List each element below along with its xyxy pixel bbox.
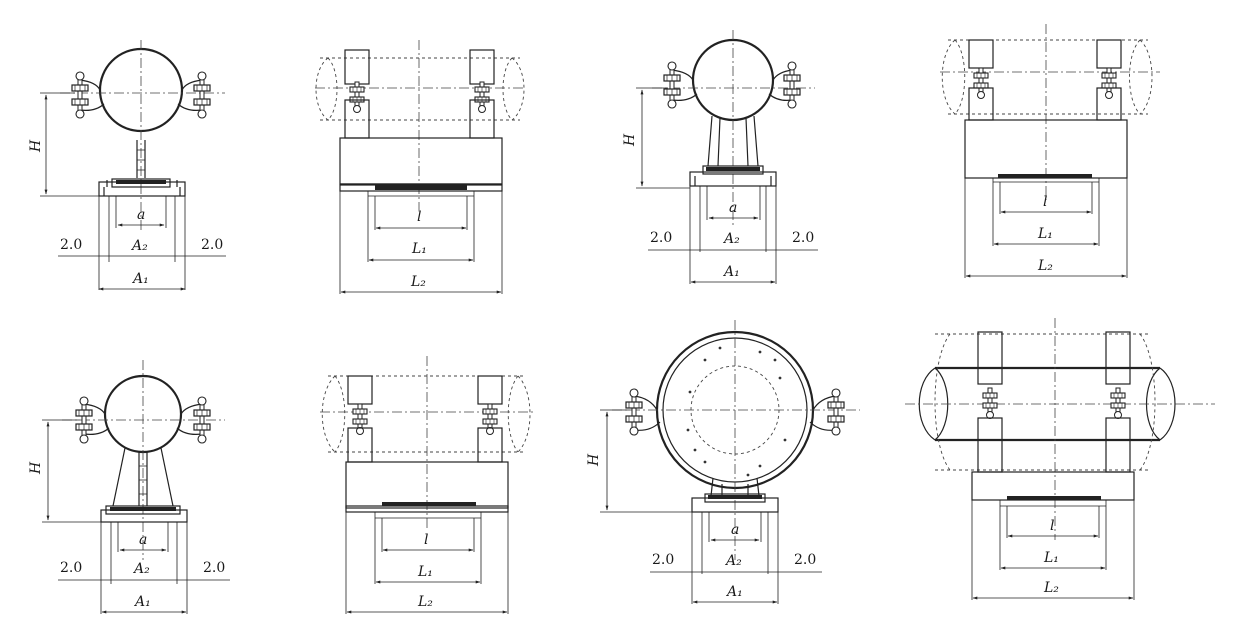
left-offset-label: 2.0 bbox=[652, 552, 674, 568]
side-view-4: l L₁ L₂ bbox=[940, 24, 1160, 278]
left-offset-label: 2.0 bbox=[60, 560, 82, 576]
length-mid-label: L₁ bbox=[1037, 226, 1053, 242]
width-inner-label: A₂ bbox=[722, 231, 740, 247]
length-outer-label: L₂ bbox=[1037, 258, 1053, 274]
length-inner-label: l bbox=[424, 532, 428, 548]
right-offset-label: 2.0 bbox=[792, 230, 814, 246]
side-view-6: l L₁ L₂ bbox=[320, 356, 535, 614]
length-outer-label: L₂ bbox=[410, 274, 426, 290]
height-label: H bbox=[28, 139, 44, 153]
length-mid-label: L₁ bbox=[417, 564, 433, 580]
base-width-label: a bbox=[731, 522, 739, 538]
right-offset-label: 2.0 bbox=[201, 237, 223, 253]
front-view-7: H a A₂ 2.0 2.0 A₁ bbox=[586, 320, 860, 604]
width-inner-label: A₂ bbox=[130, 238, 148, 254]
length-mid-label: L₁ bbox=[1043, 550, 1059, 566]
base-width-label: a bbox=[729, 200, 737, 216]
front-view-1: H a A₂ 2.0 2.0 A₁ bbox=[28, 40, 226, 291]
left-offset-label: 2.0 bbox=[650, 230, 672, 246]
length-mid-label: L₁ bbox=[411, 241, 427, 257]
height-label: H bbox=[622, 133, 638, 147]
width-outer-label: A₁ bbox=[131, 271, 149, 287]
front-view-5: H a A₂ 2.0 2.0 A₁ bbox=[28, 360, 230, 614]
base-width-label: a bbox=[137, 207, 145, 223]
right-offset-label: 2.0 bbox=[794, 552, 816, 568]
side-view-8: l L₁ L₂ bbox=[905, 318, 1215, 600]
left-offset-label: 2.0 bbox=[60, 237, 82, 253]
length-outer-label: L₂ bbox=[1043, 580, 1059, 596]
length-inner-label: l bbox=[1043, 194, 1047, 210]
front-view-3: H a A₂ 2.0 2.0 A₁ bbox=[622, 30, 818, 284]
right-offset-label: 2.0 bbox=[203, 560, 225, 576]
side-view-2: l L₁ L₂ bbox=[315, 40, 525, 294]
length-inner-label: l bbox=[1050, 518, 1054, 534]
height-label: H bbox=[28, 461, 44, 475]
height-label: H bbox=[586, 453, 602, 467]
length-inner-label: l bbox=[417, 209, 421, 225]
width-outer-label: A₁ bbox=[133, 594, 151, 610]
length-outer-label: L₂ bbox=[417, 594, 433, 610]
width-outer-label: A₁ bbox=[722, 264, 740, 280]
width-outer-label: A₁ bbox=[725, 584, 743, 600]
base-width-label: a bbox=[139, 532, 147, 548]
width-inner-label: A₂ bbox=[724, 553, 742, 569]
width-inner-label: A₂ bbox=[132, 561, 150, 577]
